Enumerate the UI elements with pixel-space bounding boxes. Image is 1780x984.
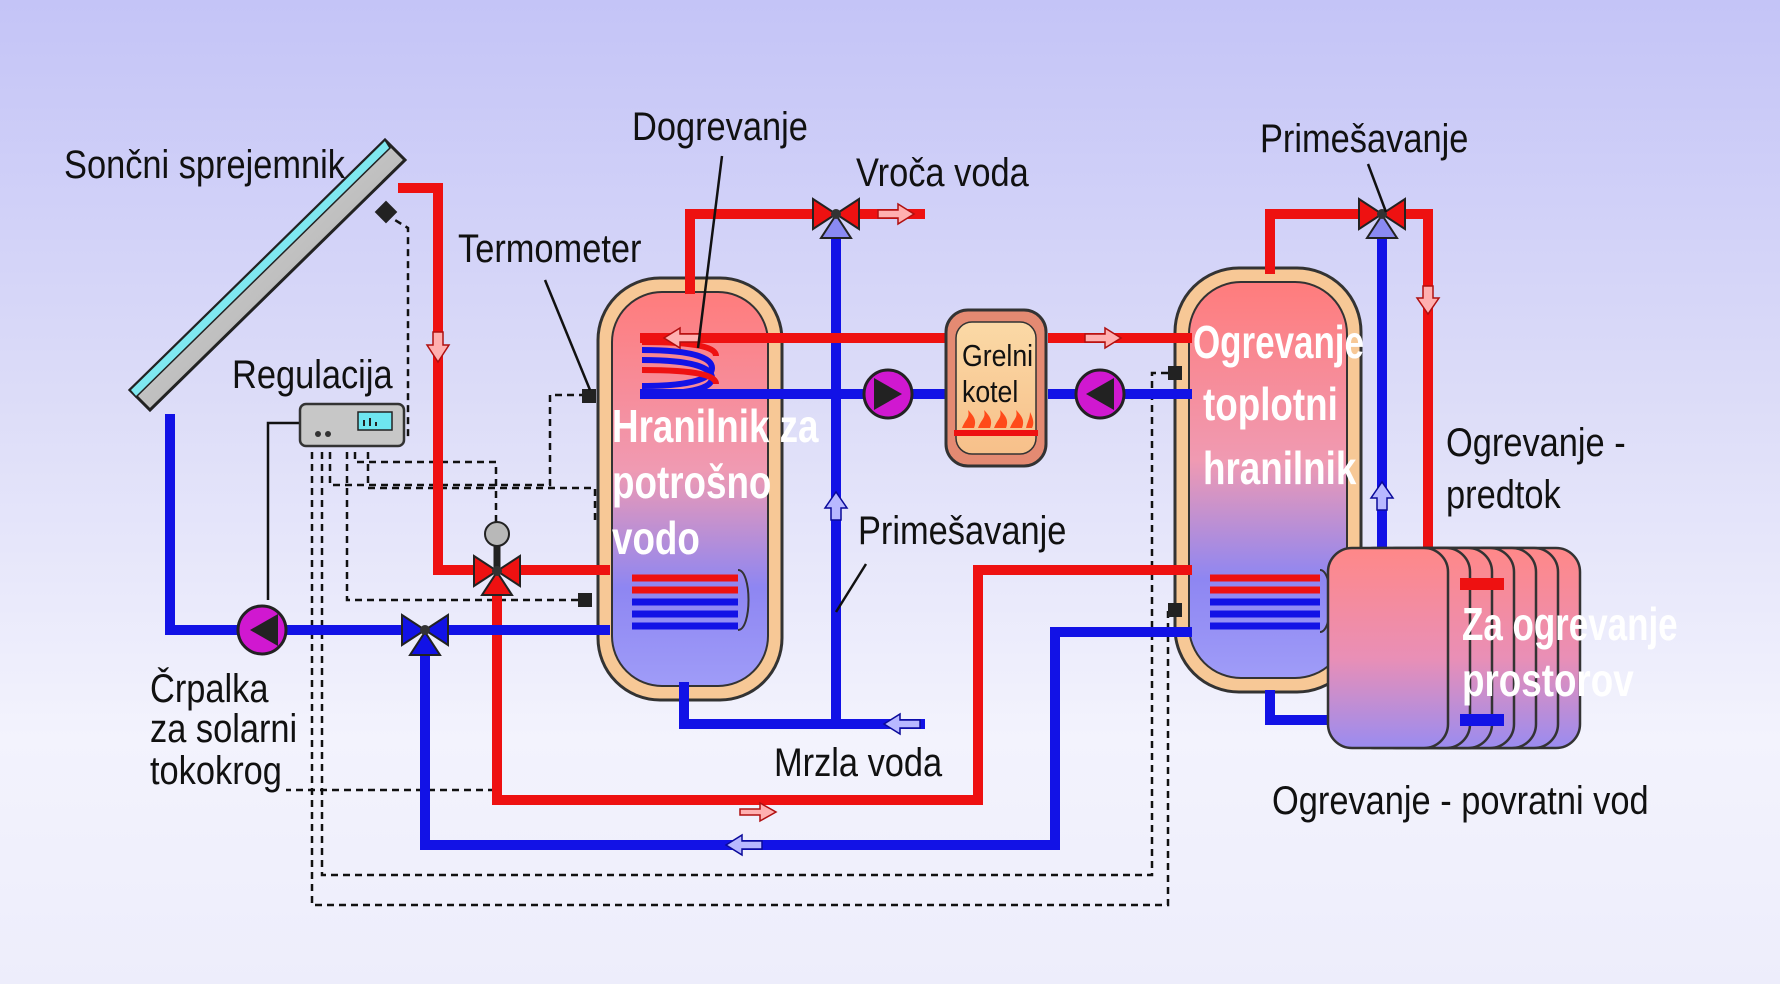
solar-pump — [236, 604, 288, 656]
label-pump-line2: za solarni — [150, 706, 297, 751]
dhw-tank-label-line1: Hranilnik za — [612, 400, 819, 452]
radiator-label-line1: Za ogrevanje — [1462, 598, 1678, 650]
label-hot-water: Vroča voda — [856, 150, 1029, 195]
label-heating-flow-line2: predtok — [1446, 472, 1561, 517]
solar-cold-pipe — [165, 414, 610, 635]
heating-tank-label-line2: toplotni — [1203, 378, 1338, 430]
label-pump-line3: tokokrog — [150, 748, 282, 793]
dhw-tank-label-line2: potrošno — [612, 456, 771, 508]
mixing-return-pipe — [492, 565, 1192, 805]
boiler-pump-left — [862, 368, 914, 420]
controller-box — [298, 402, 406, 448]
label-reheating: Dogrevanje — [632, 104, 808, 149]
heating-return-pipe — [420, 627, 1192, 850]
label-thermometer: Termometer — [458, 226, 641, 271]
label-pump-line1: Črpalka — [150, 666, 269, 711]
heating-tank-label-line3: hranilnik — [1203, 442, 1357, 494]
three-way-valve-return — [401, 613, 449, 656]
boiler-pump-right — [1074, 368, 1126, 420]
label-heating-return: Ogrevanje - povratni vod — [1272, 778, 1649, 823]
label-solar-collector: Sončni sprejemnik — [64, 142, 345, 187]
upper-coil-dhw — [641, 339, 719, 397]
boiler-label-line2: kotel — [962, 375, 1018, 409]
radiator — [1326, 546, 1582, 750]
mixing-valve-heating — [1358, 197, 1406, 239]
label-mixing-top: Primešavanje — [1260, 116, 1468, 161]
radiator-label-line2: prostorov — [1462, 654, 1634, 706]
lower-coil-dhw — [632, 569, 750, 631]
boiler — [944, 308, 1048, 468]
solar-hot-pipe — [398, 183, 610, 575]
label-pointers — [543, 155, 1388, 613]
label-heating-flow-line1: Ogrevanje - — [1446, 420, 1626, 465]
control-wiring — [266, 212, 1178, 907]
heating-tank-label-line1: Ogrevanje — [1193, 316, 1364, 368]
boiler-label-line1: Grelni — [962, 339, 1033, 373]
solar-collector — [127, 137, 408, 413]
label-cold-water: Mrzla voda — [774, 740, 942, 785]
coil-heating-tank — [1210, 569, 1332, 633]
mixing-valve-dhw — [812, 197, 860, 239]
dhw-tank-label-line3: vodo — [612, 512, 700, 564]
three-way-valve-solar — [473, 521, 521, 596]
label-mixing-mid: Primešavanje — [858, 508, 1066, 553]
temperature-sensors — [578, 366, 1182, 617]
label-regulation: Regulacija — [232, 352, 393, 397]
